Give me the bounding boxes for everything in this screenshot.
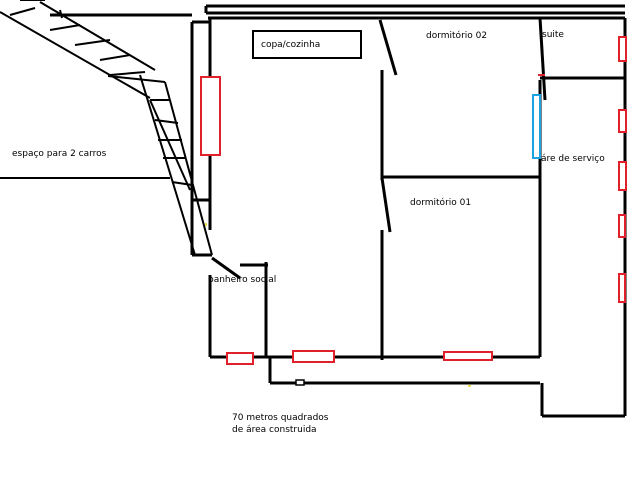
markers xyxy=(205,223,471,387)
area-note-line1: 70 metros quadrados xyxy=(232,413,329,423)
label-dormitorio-02: dormitório 02 xyxy=(426,31,488,41)
label-banheiro-social: banheiro social xyxy=(208,275,277,285)
area-note-line2: de área construida xyxy=(232,425,317,435)
windows xyxy=(200,36,627,365)
label-copa-cozinha: copa/cozinha xyxy=(261,40,321,50)
label-suite: suite xyxy=(542,30,564,40)
label-garagem: espaço para 2 carros xyxy=(12,149,107,159)
label-dormitorio-01: dormitório 01 xyxy=(410,198,472,208)
label-area-servico: áre de serviço xyxy=(541,154,605,164)
door-marker xyxy=(295,379,305,386)
staircase xyxy=(0,0,213,256)
kitchen-box xyxy=(252,30,362,59)
service-window xyxy=(532,94,541,159)
walls xyxy=(50,4,627,418)
